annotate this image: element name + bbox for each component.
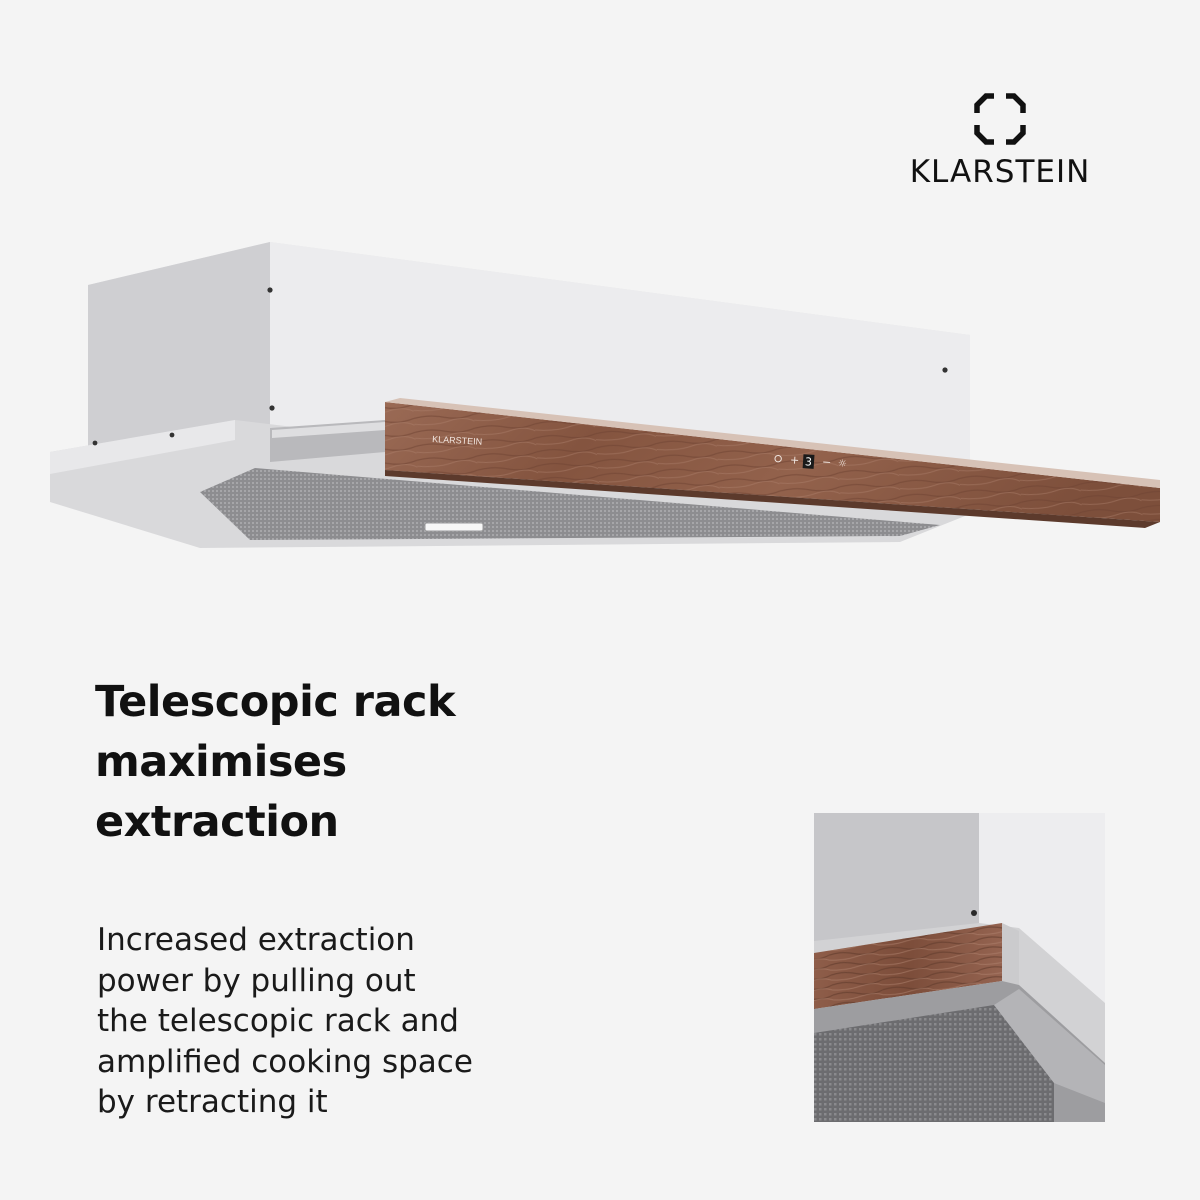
detail-grease-filter bbox=[814, 1005, 1054, 1122]
speed-display-value: 3 bbox=[805, 455, 813, 468]
grease-filter bbox=[200, 468, 940, 540]
light-button-icon[interactable]: ☼ bbox=[838, 458, 848, 470]
hood-body-left-face bbox=[88, 242, 270, 450]
power-button-icon[interactable] bbox=[774, 454, 782, 463]
detail-closeup-illustration bbox=[814, 813, 1105, 1122]
control-panel[interactable]: + 3 − ☼ bbox=[774, 452, 847, 470]
description: Increased extraction power by pulling ou… bbox=[97, 922, 473, 1120]
brand-name: KLARSTEIN bbox=[909, 154, 1091, 190]
minus-button-icon[interactable]: − bbox=[822, 455, 832, 469]
plus-button-icon[interactable]: + bbox=[790, 453, 800, 467]
range-hood-illustration: KLARSTEIN + 3 − ☼ bbox=[50, 242, 1160, 548]
octagon-brackets-icon bbox=[974, 93, 1026, 145]
headline: Telescopic rack maximises extraction bbox=[95, 677, 456, 847]
brand-logo: KLARSTEIN bbox=[880, 92, 1120, 202]
hood-light bbox=[424, 522, 484, 532]
detail-inset bbox=[814, 813, 1105, 1122]
speed-display bbox=[802, 454, 815, 469]
panel-brand-label: KLARSTEIN bbox=[432, 434, 482, 447]
